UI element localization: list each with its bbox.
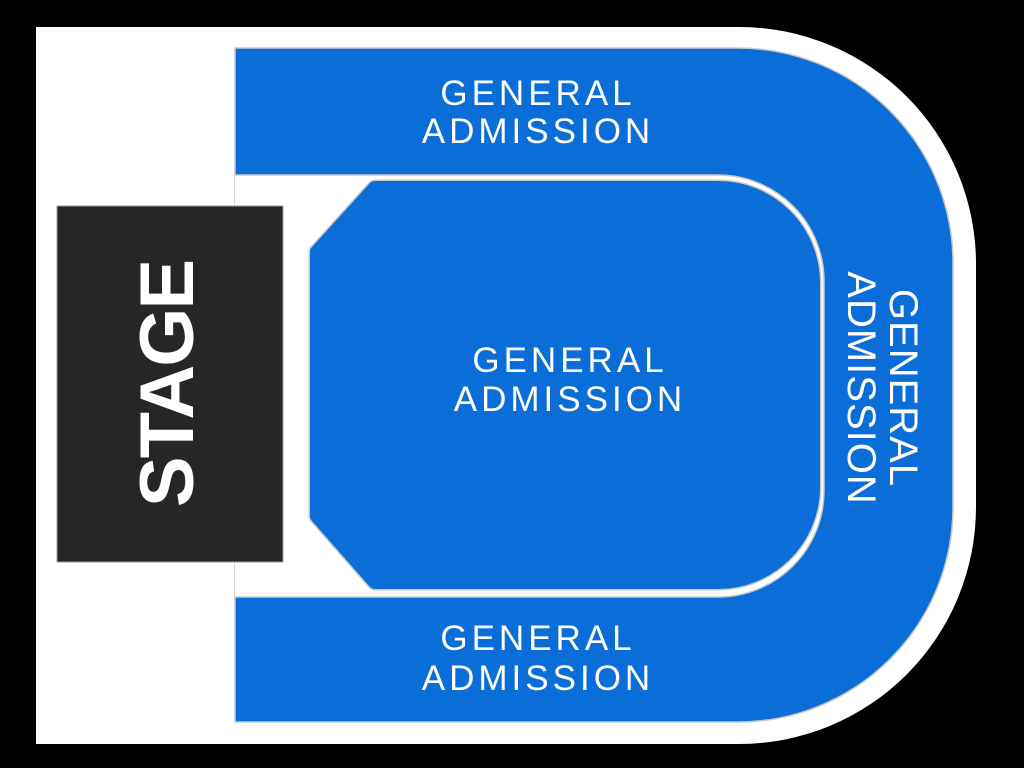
ga-floor-label-line2: ADMISSION xyxy=(454,380,686,419)
stage-label-group: STAGE xyxy=(125,261,210,507)
ga-bottom-label-line2: ADMISSION xyxy=(422,659,654,698)
ga-right-label: GENERAL ADMISSION xyxy=(839,271,925,504)
stage-label: STAGE xyxy=(125,261,210,507)
ga-bottom-label: GENERAL ADMISSION xyxy=(422,619,654,698)
section-ga-floor[interactable] xyxy=(310,181,820,589)
ga-right-label-line2: ADMISSION xyxy=(839,271,883,504)
ga-floor-label: GENERAL ADMISSION xyxy=(454,341,686,419)
ga-top-label-line1: GENERAL xyxy=(440,74,635,113)
ga-top-label-line2: ADMISSION xyxy=(422,112,654,151)
ga-bottom-label-line1: GENERAL xyxy=(440,619,635,658)
ga-floor-label-line1: GENERAL xyxy=(472,341,667,380)
ga-right-label-line1: GENERAL xyxy=(881,289,925,487)
stage-block xyxy=(56,205,284,563)
ga-top-label: GENERAL ADMISSION xyxy=(422,74,654,151)
